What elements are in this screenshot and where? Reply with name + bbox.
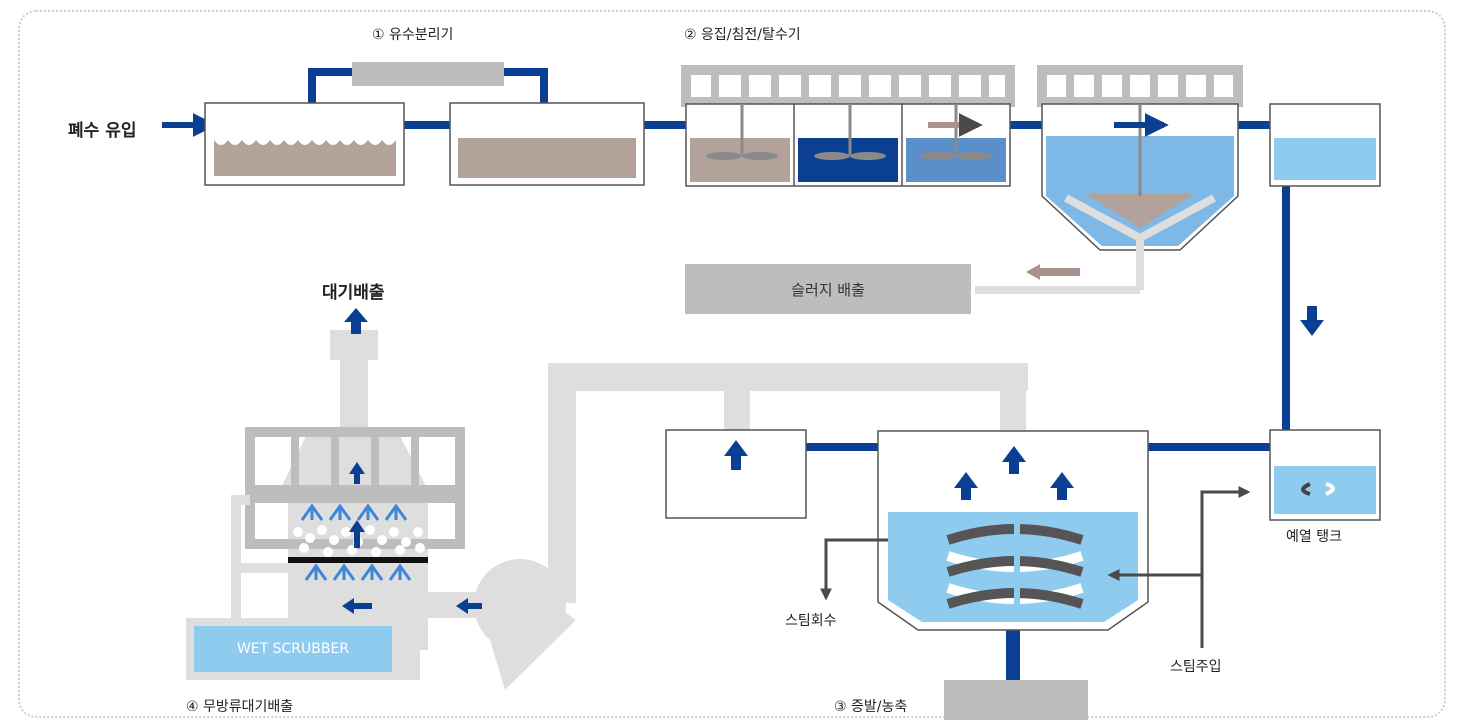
sludge-outlet [685, 264, 1080, 314]
wet-scrubber [186, 308, 482, 680]
condensate-box [665, 429, 807, 519]
oil-water-separator [204, 62, 645, 186]
steam-injection-label: 스팀주입 [1170, 659, 1222, 675]
treated-water-tank [1269, 103, 1381, 336]
evaporator [877, 430, 1149, 720]
step4-label: ④ 무방류대기배출 [186, 699, 294, 715]
inflow-label: 폐수 유입 [68, 121, 137, 141]
step2-label: ② 응집/침전/탈수기 [684, 27, 801, 43]
coagulation-tanks [681, 65, 1015, 187]
vapor-duct [420, 363, 1028, 690]
step1-label: ① 유수분리기 [372, 27, 454, 43]
sludge-label: 슬러지 배출 [791, 280, 865, 299]
steam-recovery-label: 스팀회수 [785, 613, 837, 629]
preheat-tank-label: 예열 탱크 [1286, 529, 1342, 545]
air-exhaust-label: 대기배출 [322, 283, 385, 303]
step3-label: ③ 증발/농축 [834, 699, 908, 715]
wet-scrubber-label: WET SCRUBBER [236, 641, 350, 657]
steam-lines [820, 486, 1251, 648]
preheat-tank [1269, 429, 1381, 521]
clarifier [975, 65, 1243, 294]
diagram-frame [18, 10, 1446, 718]
